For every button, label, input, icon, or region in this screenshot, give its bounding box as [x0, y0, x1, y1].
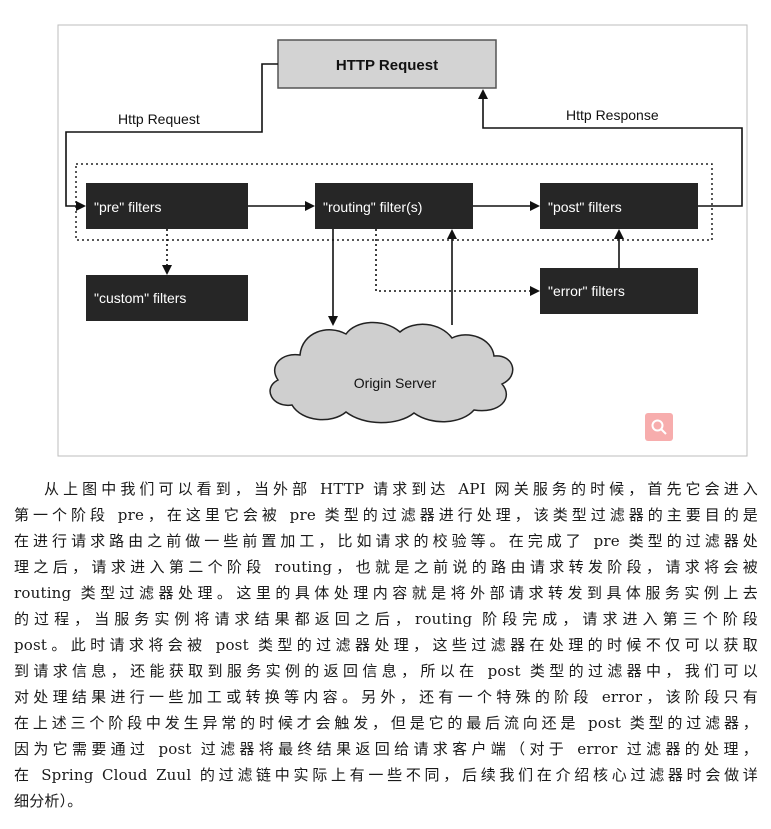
routing-filter-node: "routing" filter(s): [315, 183, 473, 229]
error-filters-label: "error" filters: [548, 283, 625, 299]
error-filters-node: "error" filters: [540, 268, 698, 314]
http-response-edge: [478, 89, 743, 207]
origin-server-cloud: Origin Server: [269, 321, 514, 424]
routing-to-error-edge: [375, 229, 540, 296]
paragraph-line: 理之后，请求进入第二个阶段 routing，也就是之前说的路由请求转发阶段，请求…: [14, 558, 758, 576]
pre-filters-label: "pre" filters: [94, 199, 162, 215]
post-filters-node: "post" filters: [540, 183, 698, 229]
paragraph-line: 从上图中我们可以看到，当外部 HTTP 请求到达 API 网关服务的时候，首先它…: [44, 480, 758, 498]
paragraph-line: 到请求信息，还能获取到服务实例的返回信息，所以在 post 类型的过滤器中，我们…: [14, 662, 758, 680]
paragraph-line: 的过程，当服务实例将请求结果都返回之后，routing 阶段完成，请求进入第三个…: [14, 610, 758, 628]
search-button[interactable]: [645, 413, 673, 441]
http-request-node: HTTP Request: [277, 39, 497, 89]
paragraph-line: 在 Spring Cloud Zuul 的过滤链中实际上有一些不同，后续我们在介…: [14, 766, 758, 784]
paragraph-line: routing 类型过滤器处理。这里的具体处理内容就是将外部请求转发到具体服务实…: [14, 584, 758, 602]
post-filters-label: "post" filters: [548, 199, 622, 215]
routing-filter-label: "routing" filter(s): [323, 199, 422, 215]
paragraph-line: 在上述三个阶段中发生异常的时候才会触发，但是它的最后流向还是 post 类型的过…: [14, 714, 758, 732]
custom-filters-node: "custom" filters: [86, 275, 248, 321]
pre-filters-node: "pre" filters: [86, 183, 248, 229]
http-response-edge-label: Http Response: [566, 107, 659, 123]
paragraph-line: 第一个阶段 pre，在这里它会被 pre 类型的过滤器进行处理，该类型过滤器的主…: [14, 506, 758, 524]
explanation-paragraph: 从上图中我们可以看到，当外部 HTTP 请求到达 API 网关服务的时候，首先它…: [14, 476, 758, 814]
paragraph-line: 因为它需要通过 post 过滤器将最终结果返回给请求客户端（对于 error 过…: [14, 740, 758, 758]
search-icon: [651, 419, 667, 435]
paragraph-line: 细分析）。: [14, 792, 83, 810]
paragraph-line: 对处理结果进行一些加工或转换等内容。另外，还有一个特殊的阶段 error，该阶段…: [14, 688, 758, 706]
http-request-edge-label: Http Request: [118, 111, 200, 127]
custom-filters-label: "custom" filters: [94, 290, 186, 306]
http-request-box-label: HTTP Request: [336, 57, 438, 74]
http-request-edge: [65, 63, 278, 211]
paragraph-line: post。此时请求将会被 post 类型的过滤器处理，这些过滤器在处理的时候不仅…: [14, 636, 758, 654]
zuul-filter-diagram: HTTP Request Http Request Http Response …: [57, 24, 748, 457]
origin-server-label: Origin Server: [354, 375, 437, 391]
paragraph-line: 在进行请求路由之前做一些前置加工，比如请求的校验等。在完成了 pre 类型的过滤…: [14, 532, 758, 550]
